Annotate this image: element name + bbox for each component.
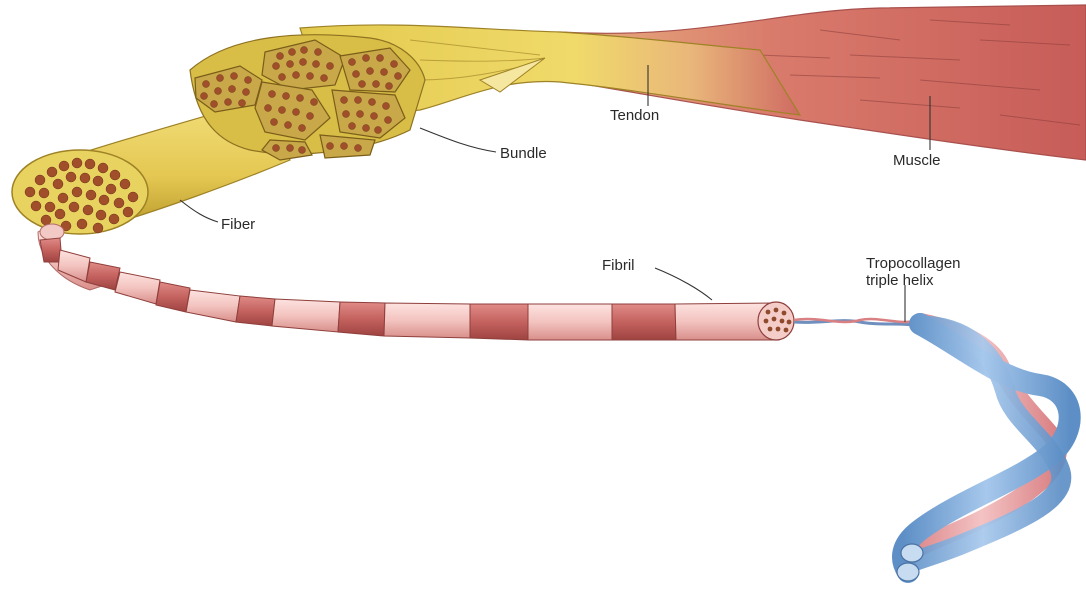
fibril-label: Fibril [602,257,635,274]
tendon-label: Tendon [610,107,659,124]
fibril-leader [655,268,712,300]
bundle-leader [420,128,496,152]
tropocollagen-label: Tropocollagen triple helix [866,255,961,289]
fibril-shape [38,224,794,340]
fiber-leader [180,200,218,222]
fiber-label: Fiber [221,216,255,233]
muscle-label: Muscle [893,152,941,169]
bundle-label: Bundle [500,145,547,162]
triple-helix-shape [794,319,1070,581]
